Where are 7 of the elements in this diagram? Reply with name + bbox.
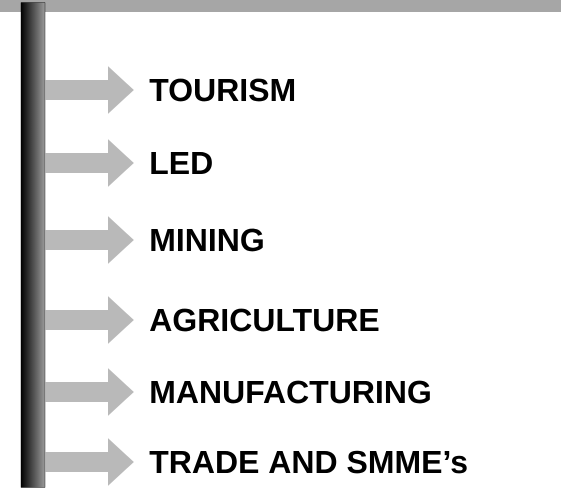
category-label: TRADE AND SMME’s — [150, 450, 467, 474]
category-label: MANUFACTURING — [151, 380, 430, 404]
vertical-bar — [20, 2, 46, 488]
category-label: TOURISM — [150, 78, 294, 102]
category-label: MINING — [151, 228, 263, 252]
category-label: LED — [151, 152, 212, 174]
category-label: AGRICULTURE — [150, 308, 378, 332]
